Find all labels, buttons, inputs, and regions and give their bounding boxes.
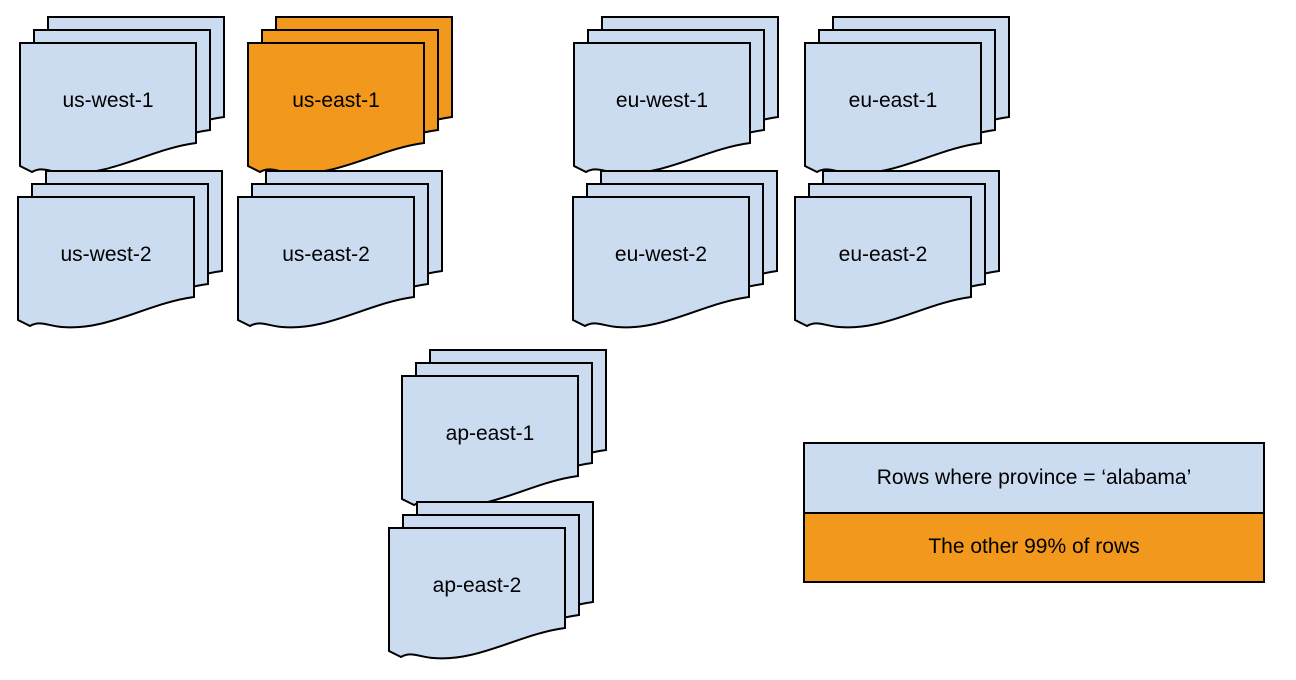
document-stack-us-east-2: us-east-2	[237, 170, 445, 334]
legend: Rows where province = ‘alabama’ The othe…	[803, 442, 1265, 583]
stacked-documents-icon	[19, 16, 225, 175]
stacked-documents-icon	[804, 16, 1010, 175]
document-stack-us-west-1: us-west-1	[19, 16, 227, 180]
stacked-documents-icon	[388, 501, 594, 660]
legend-item-province-rows: Rows where province = ‘alabama’	[805, 444, 1263, 514]
stacked-documents-icon	[17, 170, 223, 329]
document-stack-eu-west-1: eu-west-1	[573, 16, 781, 180]
stacked-documents-icon	[247, 16, 453, 175]
legend-item-label: The other 99% of rows	[928, 535, 1140, 559]
document-stack-us-east-1: us-east-1	[247, 16, 455, 180]
stacked-documents-icon	[794, 170, 1000, 329]
stacked-documents-icon	[572, 170, 778, 329]
document-stack-eu-east-2: eu-east-2	[794, 170, 1002, 334]
document-stack-us-west-2: us-west-2	[17, 170, 225, 334]
document-stack-eu-west-2: eu-west-2	[572, 170, 780, 334]
document-stack-eu-east-1: eu-east-1	[804, 16, 1012, 180]
stacked-documents-icon	[401, 349, 607, 508]
legend-item-label: Rows where province = ‘alabama’	[876, 465, 1192, 489]
stacked-documents-icon	[237, 170, 443, 329]
document-stack-ap-east-2: ap-east-2	[388, 501, 596, 665]
stacked-documents-icon	[573, 16, 779, 175]
legend-item-other-rows: The other 99% of rows	[805, 513, 1263, 581]
document-stack-ap-east-1: ap-east-1	[401, 349, 609, 513]
